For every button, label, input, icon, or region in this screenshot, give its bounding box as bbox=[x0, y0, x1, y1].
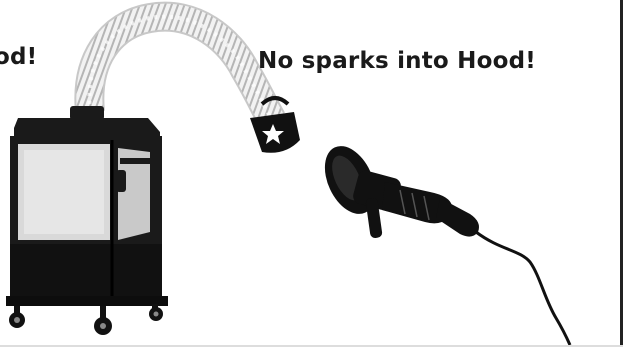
caster-wheels bbox=[9, 304, 163, 335]
caption-fragment-left: od! bbox=[0, 44, 37, 70]
caption-no-sparks: No sparks into Hood! bbox=[258, 48, 536, 74]
angle-grinder-icon bbox=[315, 138, 479, 239]
fume-extractor-icon bbox=[6, 106, 168, 335]
flexible-hose-icon bbox=[89, 17, 272, 120]
power-cable-icon bbox=[476, 232, 570, 345]
